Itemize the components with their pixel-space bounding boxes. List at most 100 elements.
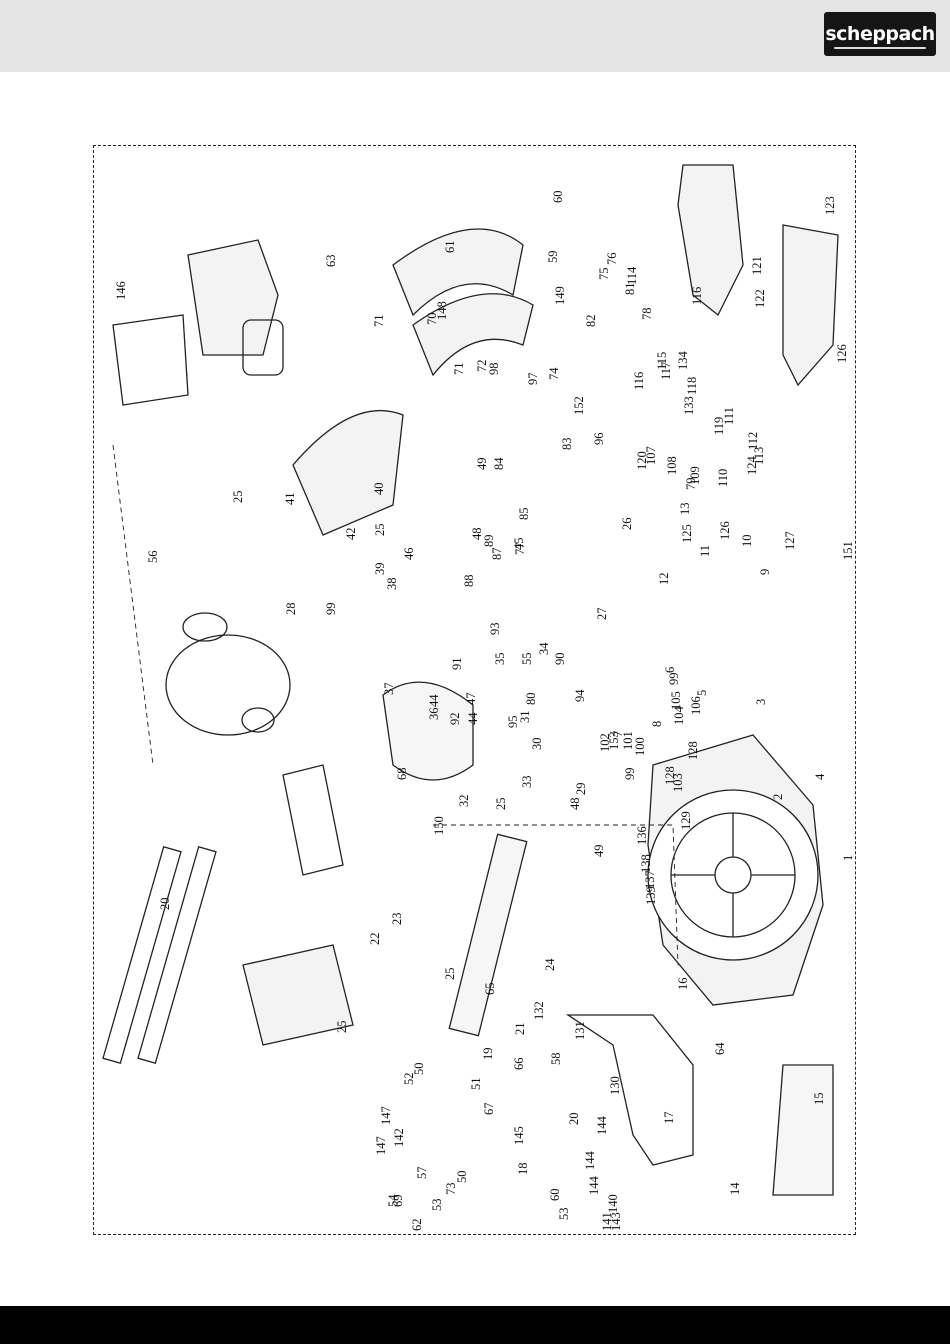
part-label: 8 xyxy=(650,720,664,727)
saw-blade xyxy=(165,612,291,736)
part-label: 140 xyxy=(606,1194,620,1213)
part-label: 106 xyxy=(689,696,703,715)
part-label: 126 xyxy=(835,344,849,363)
part-label: 124 xyxy=(745,456,759,475)
part-label: 29 xyxy=(574,782,588,796)
part-label: 13 xyxy=(678,502,692,516)
part-label: 49 xyxy=(592,844,606,858)
part-label: 130 xyxy=(608,1076,622,1095)
part-label: 71 xyxy=(452,362,466,376)
part-label: 147 xyxy=(374,1136,388,1155)
part-label: 68 xyxy=(395,767,409,781)
part-label: 41 xyxy=(283,492,297,506)
part-label: 128 xyxy=(663,766,677,785)
part-label: 125 xyxy=(680,524,694,543)
part-label: 80 xyxy=(524,692,538,706)
part-label: 44 xyxy=(466,712,480,726)
part-label: 84 xyxy=(492,457,506,471)
part-label: 87 xyxy=(490,547,504,561)
part-label: 32 xyxy=(457,794,471,808)
part-label: 85 xyxy=(517,507,531,521)
part-label: 14 xyxy=(728,1182,742,1196)
part-label: 34 xyxy=(537,642,551,656)
part-label: 144 xyxy=(587,1176,601,1195)
part-label: 96 xyxy=(592,432,606,446)
leader-lines xyxy=(112,444,679,966)
part-label: 75 xyxy=(597,267,611,281)
part-label: 60 xyxy=(548,1188,562,1202)
part-label: 127 xyxy=(783,531,797,550)
part-label: 131 xyxy=(573,1021,587,1040)
part-label: 108 xyxy=(665,456,679,475)
part-label: 5 xyxy=(695,689,709,696)
fence-bars xyxy=(448,833,834,1196)
part-label: 56 xyxy=(146,550,160,564)
part-label: 118 xyxy=(685,376,699,395)
part-label: 25 xyxy=(494,797,508,811)
part-label: 146 xyxy=(114,281,128,300)
part-label: 31 xyxy=(518,710,532,724)
part-label: 4 xyxy=(813,773,827,780)
part-label: 36 xyxy=(427,707,441,721)
saw-arm xyxy=(242,764,354,1046)
part-label: 21 xyxy=(513,1022,527,1036)
part-label: 64 xyxy=(713,1042,727,1056)
part-label: 23 xyxy=(390,912,404,926)
part-label: 95 xyxy=(506,715,520,729)
part-label: 73 xyxy=(444,1182,458,1196)
turntable-base xyxy=(647,734,824,1006)
part-label: 133 xyxy=(682,396,696,415)
part-label: 148 xyxy=(435,301,449,320)
part-label: 59 xyxy=(546,250,560,264)
part-label: 60 xyxy=(551,190,565,204)
part-label: 94 xyxy=(573,689,587,703)
part-label: 69 xyxy=(391,1194,405,1208)
part-label: 28 xyxy=(284,602,298,616)
part-label: 44 xyxy=(427,694,441,708)
part-label: 18 xyxy=(516,1162,530,1176)
logo-swoosh xyxy=(834,47,926,49)
slide-rails xyxy=(102,845,217,1065)
part-label: 52 xyxy=(402,1072,416,1086)
handle-assembly xyxy=(677,164,839,387)
part-label: 145 xyxy=(512,1126,526,1145)
part-label: 78 xyxy=(640,307,654,321)
part-label: 58 xyxy=(549,1052,563,1066)
part-label: 105 xyxy=(669,691,683,710)
part-label: 116 xyxy=(690,286,704,305)
part-label: 57 xyxy=(415,1166,429,1180)
part-label: 144 xyxy=(583,1151,597,1170)
part-label: 144 xyxy=(595,1116,609,1135)
part-label: 98 xyxy=(487,362,501,376)
part-label: 62 xyxy=(410,1218,424,1232)
part-label: 128 xyxy=(686,741,700,760)
part-label: 1 xyxy=(841,854,855,861)
part-label: 39 xyxy=(373,562,387,576)
part-label: 136 xyxy=(635,826,649,845)
exploded-parts-diagram: 1 2 3 4 5 6 7 8 9 10 11 12 13 14 15 16 1… xyxy=(93,145,856,1235)
part-label: 152 xyxy=(572,396,586,415)
part-label: 35 xyxy=(493,652,507,666)
part-label: 122 xyxy=(753,289,767,308)
part-label: 147 xyxy=(379,1106,393,1125)
part-label: 30 xyxy=(530,737,544,751)
part-label: 150 xyxy=(432,816,446,835)
part-label: 121 xyxy=(750,256,764,275)
part-label: 49 xyxy=(475,457,489,471)
part-label: 149 xyxy=(553,286,567,305)
part-label: 9 xyxy=(758,568,772,575)
part-label: 82 xyxy=(584,314,598,328)
part-label: 90 xyxy=(553,652,567,666)
part-label: 37 xyxy=(382,682,396,696)
part-label: 65 xyxy=(483,982,497,996)
part-label: 55 xyxy=(520,652,534,666)
part-label: 25 xyxy=(373,523,387,537)
part-label: 20 xyxy=(567,1112,581,1126)
part-label: 3 xyxy=(754,698,768,705)
part-label: 99 xyxy=(324,602,338,616)
part-label: 15 xyxy=(812,1092,826,1106)
part-label: 53 xyxy=(557,1207,571,1221)
part-label: 100 xyxy=(633,737,647,756)
part-label: 27 xyxy=(595,607,609,621)
part-label: 74 xyxy=(547,367,561,381)
